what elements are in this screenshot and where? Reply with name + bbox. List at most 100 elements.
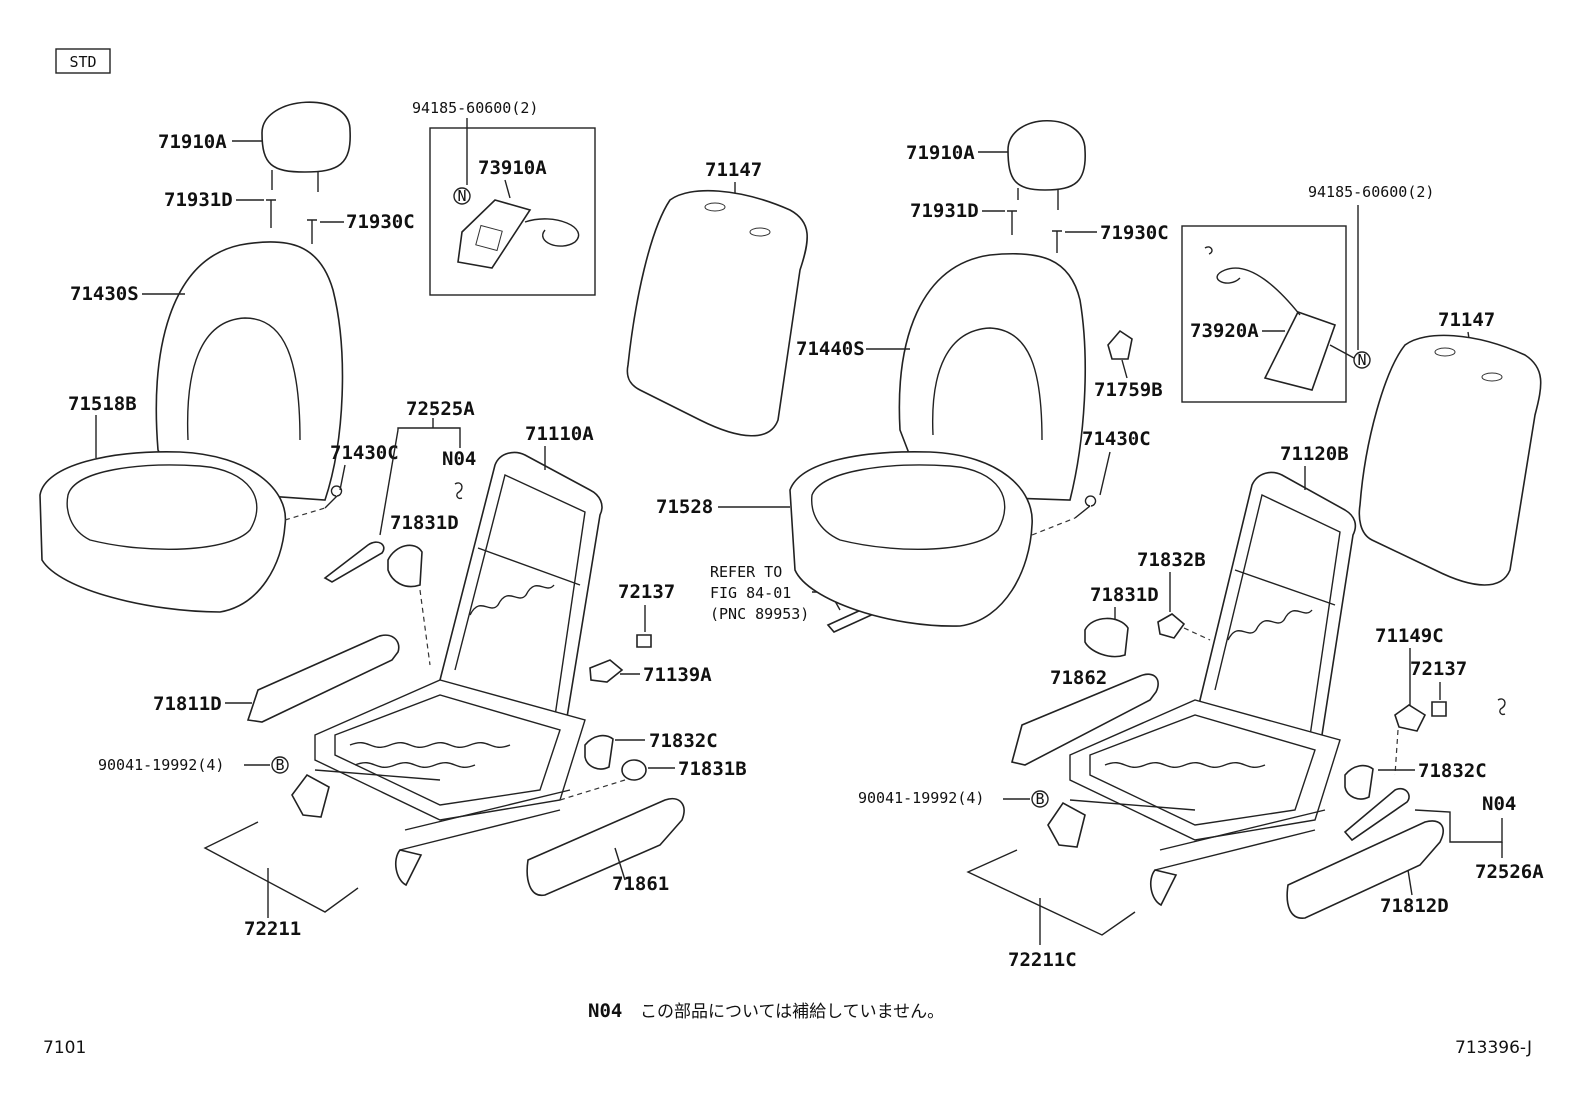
left-seat-cushion	[39, 451, 287, 613]
left-hook	[324, 485, 343, 509]
dashed-line	[419, 589, 431, 666]
left-outer-shield-l	[246, 634, 400, 723]
label-72211c: 72211C	[1008, 949, 1077, 971]
label-71149c: 71149C	[1375, 625, 1444, 647]
label-72137-l: 72137	[618, 581, 675, 603]
right-wire	[966, 849, 1136, 936]
left-n04-clip	[454, 482, 463, 500]
dashed-line	[284, 507, 326, 521]
label-71910a-r: 71910A	[906, 142, 975, 164]
label-73910a: 73910A	[478, 157, 547, 179]
right-guide-left	[1007, 210, 1017, 235]
label-90041-l: 90041-19992(4)	[98, 756, 224, 774]
bracket-72525a	[397, 418, 461, 448]
footer-left-code: 7101	[43, 1038, 86, 1058]
left-wire	[203, 821, 359, 913]
leader	[504, 179, 511, 199]
label-71861: 71861	[612, 873, 669, 895]
inset-left-mark	[453, 187, 471, 205]
right-seat-back	[898, 252, 1086, 501]
label-71110a: 71110A	[525, 423, 594, 445]
footer-right-code: 713396-J	[1455, 1038, 1532, 1058]
label-71147-m: 71147	[705, 159, 762, 181]
footer-note-text: この部品については補給していません。	[640, 1002, 944, 1022]
left-hinge	[291, 773, 330, 818]
label-72526a: 72526A	[1475, 861, 1544, 883]
label-71430c-l: 71430C	[330, 442, 399, 464]
sensor-73910a	[457, 199, 580, 269]
left-cover-71832c	[584, 734, 614, 770]
label-n-l: N	[457, 187, 466, 205]
label-71430s-l: 71430S	[70, 283, 139, 305]
label-71120b: 71120B	[1280, 443, 1349, 465]
right-cover-71149c	[1394, 704, 1427, 732]
bracket-72526a	[1414, 809, 1503, 843]
right-cover-71832c	[1344, 764, 1374, 800]
left-lever	[323, 541, 385, 583]
left-bolt-mark	[271, 756, 289, 774]
sensor-73920a	[1204, 246, 1337, 391]
right-hook	[1074, 495, 1097, 519]
dashed-line	[1394, 729, 1399, 776]
right-outer-shield-r	[1286, 820, 1444, 919]
label-71832b: 71832B	[1137, 549, 1206, 571]
footer-note-code: N04	[588, 1000, 622, 1022]
label-71759b: 71759B	[1094, 379, 1163, 401]
right-headrest	[1007, 120, 1086, 210]
label-71910a-l: 71910A	[158, 131, 227, 153]
refer-line-2: FIG 84-01	[710, 584, 791, 602]
inset-box-left	[429, 127, 596, 296]
std-box	[55, 48, 111, 74]
label-71832c-l: 71832C	[649, 730, 718, 752]
right-outer-shield-l	[1011, 673, 1159, 766]
leader	[1121, 359, 1128, 379]
label-71831d-l: 71831D	[390, 512, 459, 534]
right-cover-71832b	[1157, 613, 1186, 639]
label-71831b: 71831B	[678, 758, 747, 780]
label-n04-l: N04	[442, 448, 476, 470]
label-94185-r: 94185-60600(2)	[1308, 183, 1434, 201]
label-71832c-r: 71832C	[1418, 760, 1487, 782]
label-71812d: 71812D	[1380, 895, 1449, 917]
right-n04-clip	[1497, 698, 1506, 716]
label-71931d-r: 71931D	[910, 200, 979, 222]
right-hinge	[1047, 801, 1086, 848]
std-label: STD	[69, 53, 96, 71]
label-72211: 72211	[244, 918, 301, 940]
left-clip-72137	[636, 634, 652, 648]
label-n-r: N	[1357, 351, 1366, 369]
dashed-line	[1183, 627, 1211, 641]
right-guide-right	[1052, 230, 1062, 253]
rail	[1069, 799, 1196, 811]
label-72525a: 72525A	[406, 398, 475, 420]
right-seat-cushion	[789, 450, 1033, 627]
right-clip-71759b	[1107, 329, 1133, 360]
label-71811d: 71811D	[153, 693, 222, 715]
right-bolt-mark	[1031, 790, 1049, 808]
right-clip-72137	[1431, 701, 1447, 717]
left-seat-back	[155, 241, 344, 501]
middle-back-board	[626, 189, 808, 437]
leader	[379, 429, 399, 536]
left-guide-right	[307, 219, 317, 244]
leader	[1407, 869, 1413, 896]
label-71862: 71862	[1050, 667, 1107, 689]
leader	[614, 847, 626, 881]
label-71528: 71528	[656, 496, 713, 518]
dashed-line	[1031, 517, 1076, 536]
label-73920a: 73920A	[1190, 320, 1259, 342]
left-inner-shield	[387, 544, 423, 588]
refer-line-1: REFER TO	[710, 563, 782, 581]
label-71430c-r: 71430C	[1082, 428, 1151, 450]
label-71147-r: 71147	[1438, 309, 1495, 331]
leader	[1099, 451, 1111, 496]
rail	[314, 769, 441, 781]
right-lever	[1343, 787, 1410, 842]
label-94185-l: 94185-60600(2)	[412, 99, 538, 117]
label-71518b-l: 71518B	[68, 393, 137, 415]
leader	[339, 464, 346, 491]
label-71930c-l: 71930C	[346, 211, 415, 233]
left-headrest	[261, 101, 351, 192]
label-71139a: 71139A	[643, 664, 712, 686]
